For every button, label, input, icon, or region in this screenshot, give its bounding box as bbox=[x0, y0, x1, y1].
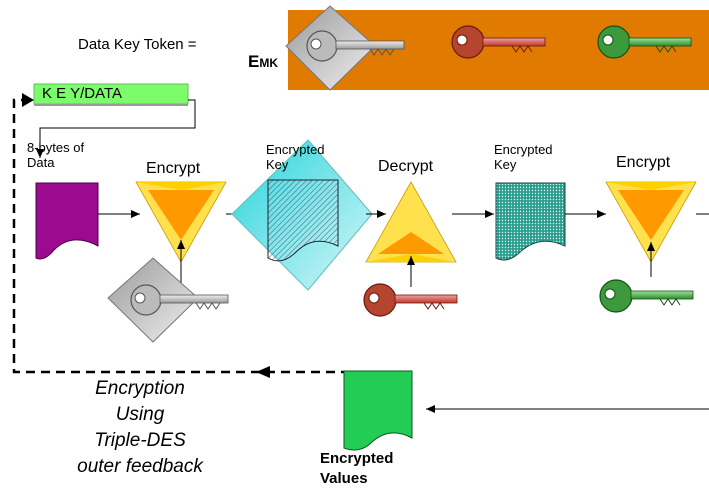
input-note: 8-bytes of Data bbox=[27, 140, 85, 170]
encrypted-key2-document bbox=[495, 182, 566, 261]
decrypt-label: Decrypt bbox=[378, 158, 434, 175]
encrypt1-label: Encrypt bbox=[146, 160, 201, 177]
encrypted-key2-label: Encrypted Key bbox=[494, 142, 553, 172]
key-data-label: K E Y/DATA bbox=[42, 85, 123, 102]
token-label: Data Key Token = bbox=[78, 36, 197, 53]
emk-label: EMK bbox=[248, 52, 279, 71]
encrypt2-label: Encrypt bbox=[616, 154, 671, 171]
encrypt2-symbol bbox=[605, 181, 697, 263]
red-key-icon bbox=[451, 25, 546, 59]
encrypted-key1-symbol bbox=[231, 139, 373, 291]
output-label: Encrypted Values bbox=[320, 450, 394, 487]
red-key2-icon bbox=[363, 283, 458, 317]
caption: Encryption Using Triple-DES outer feedba… bbox=[77, 378, 203, 477]
keydata-connector bbox=[39, 99, 196, 156]
encrypted-key1-label: Encrypted Key bbox=[266, 142, 325, 172]
silver-key-icon bbox=[285, 5, 405, 91]
encrypt1-symbol bbox=[135, 181, 227, 263]
data-document bbox=[35, 182, 99, 260]
green-key-icon bbox=[597, 25, 692, 59]
silver-key2-icon bbox=[107, 257, 229, 343]
green-key2-icon bbox=[599, 279, 694, 313]
output-document bbox=[343, 370, 413, 451]
decrypt-symbol bbox=[365, 181, 457, 263]
